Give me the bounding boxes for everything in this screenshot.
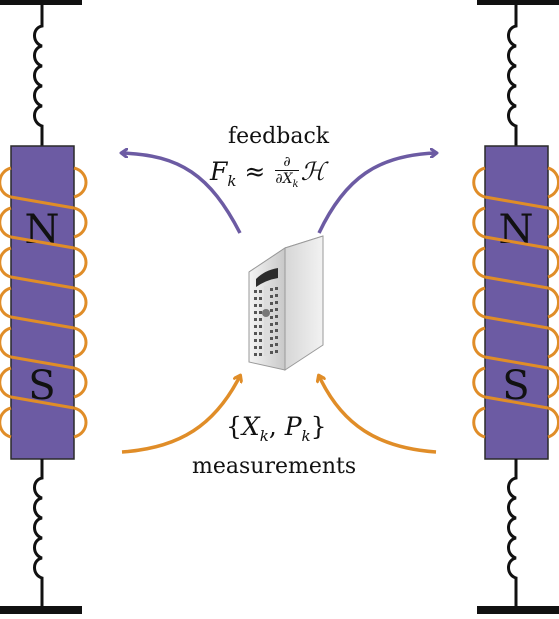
feedback-equation: Fk ≈ ∂ ∂Xk ℋ [210,154,325,193]
right-oscillator: N S [472,0,559,614]
left-magnet [10,145,75,460]
feedback-label: feedback [228,124,330,149]
derivative-numerator: ∂ [275,154,299,171]
feedback-lhs: F [210,156,228,186]
derivative-denominator: ∂Xk [275,171,299,190]
right-bottom-anchor [477,606,559,614]
left-top-spring [33,4,44,146]
right-north-label: N [499,207,534,253]
feedback-lhs-subscript: k [227,171,237,190]
computer-server-icon [248,235,324,371]
right-magnet [484,145,549,460]
feedback-arrow-left [122,153,242,234]
left-bottom-spring [33,459,44,608]
partial-derivative: ∂ ∂Xk [275,154,299,193]
momentum-variable: P [284,412,302,441]
left-top-anchor [0,0,82,5]
hamiltonian-symbol: ℋ [300,156,326,186]
approx-symbol: ≈ [244,156,266,186]
right-top-anchor [477,0,559,5]
measurements-label: measurements [192,454,357,479]
left-bottom-anchor [0,606,82,614]
left-coil [0,166,88,439]
feedback-arrow-right [317,153,436,234]
measurement-arrow-left [121,376,240,454]
right-bottom-spring [507,459,518,608]
position-variable: X [241,412,260,441]
left-north-label: N [25,207,60,253]
measurement-set: {Xk, Pk} [226,412,327,445]
measurement-arrow-right [319,376,437,454]
left-oscillator: N S [0,0,88,614]
right-top-spring [507,4,518,146]
